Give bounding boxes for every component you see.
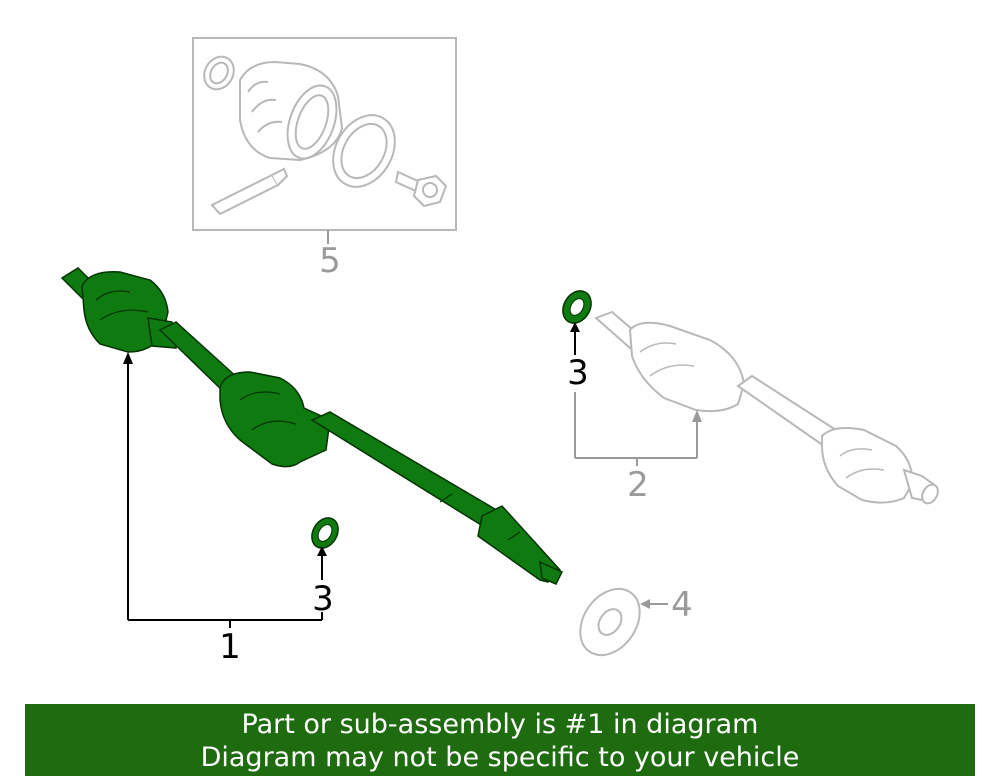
callout-2: 2	[627, 465, 649, 505]
seal-ring-3-left[interactable]	[307, 513, 344, 553]
callout-3-left: 3	[312, 579, 334, 619]
info-banner: Part or sub-assembly is #1 in diagram Di…	[25, 704, 975, 776]
callout-5: 5	[319, 241, 341, 281]
washer-4[interactable]	[568, 578, 652, 667]
parts-diagram: 5 3 1	[60, 37, 941, 667]
banner-line-2: Diagram may not be specific to your vehi…	[200, 742, 800, 773]
axle-assembly-2[interactable]	[594, 310, 941, 506]
callout-1-bracket	[127, 362, 323, 628]
banner-line-1: Part or sub-assembly is #1 in diagram	[241, 709, 759, 740]
boot-kit-inset	[192, 37, 457, 231]
seal-ring-3-right[interactable]	[557, 286, 597, 328]
callout-4: 4	[671, 585, 693, 625]
callout-3-right: 3	[567, 353, 589, 393]
callout-2-bracket	[574, 392, 698, 466]
callout-1: 1	[219, 627, 241, 667]
axle-assembly-1[interactable]	[60, 267, 564, 585]
